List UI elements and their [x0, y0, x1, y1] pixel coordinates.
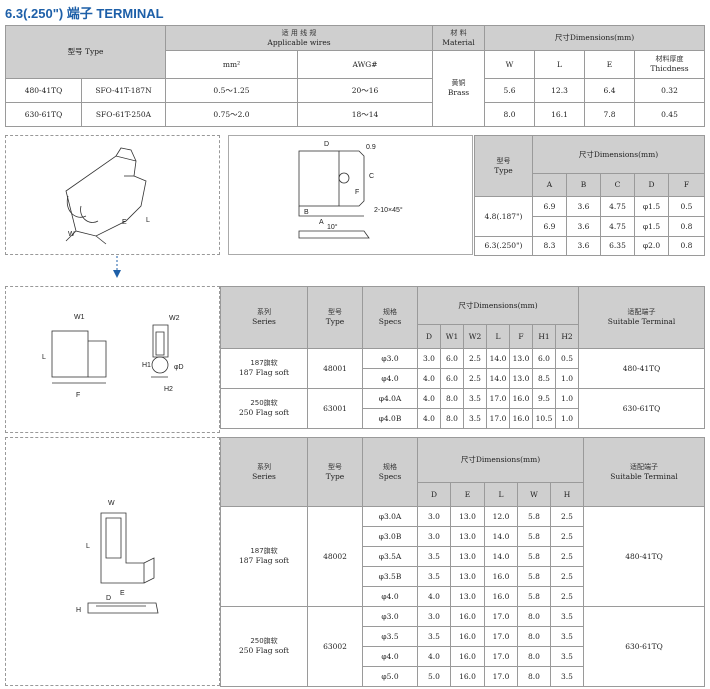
label-l: L [146, 217, 150, 224]
header-w: W [484, 50, 536, 79]
label-w: W [68, 231, 75, 238]
label-h1: H1 [142, 362, 151, 369]
table-row: 480-41TQ SFO-41T-187N 0.5～1.25 20～16 5.6… [5, 78, 706, 103]
header-type: 型号 Type [5, 25, 166, 79]
table-row: 4.8(.187") 6.9 3.6 4.75 φ1.5 0.5 [474, 196, 705, 237]
table-row: φ4.0 4.0 16.0 17.0 8.0 3.5 [221, 646, 705, 667]
label-b: B [304, 209, 309, 216]
table-row: φ4.0 4.0 6.0 2.5 14.0 13.0 8.5 1.0 [221, 368, 705, 389]
table-row: φ5.0 5.0 16.0 17.0 8.0 3.5 [221, 666, 705, 687]
label-chamfer: 2-10×45° [374, 206, 403, 214]
table-row: φ4.0B 4.0 8.0 3.5 17.0 16.0 10.5 1.0 [221, 408, 705, 429]
label-w2: W2 [169, 315, 180, 322]
label-e: E [122, 219, 127, 226]
label-e: E [120, 590, 125, 597]
terminal-drawing-panel: W E L [5, 135, 220, 255]
label-f: F [355, 189, 359, 196]
label-h2: H2 [164, 386, 173, 393]
label-09: 0.9 [366, 144, 376, 151]
label-h: H [76, 607, 81, 614]
label-l: L [86, 543, 90, 550]
label-w: W [108, 500, 115, 507]
page-title: 6.3(.250") 端子 TERMINAL [5, 6, 164, 21]
arrow-down-icon [113, 256, 121, 278]
header-dimensions: 尺寸Dimensions(mm) [417, 437, 584, 483]
header-dimensions: 尺寸Dimensions(mm) [416, 286, 580, 325]
label-10: 10° [327, 223, 338, 231]
label-w1: W1 [74, 314, 85, 321]
table-row: 6.9 3.6 4.75 φ1.5 0.8 [475, 216, 705, 237]
header-mm2: mm² [165, 50, 298, 79]
label-phi-d: φD [174, 364, 184, 371]
label-d: D [106, 595, 111, 602]
table-row: 6.3(.250") 8.3 3.6 6.35 φ2.0 0.8 [474, 236, 705, 256]
header-dimensions: 尺寸Dimensions(mm) [532, 135, 705, 174]
flag-terminal-2-drawing-panel: W L E H D [5, 437, 220, 686]
flag-terminal-drawing-panel: W1 W2 L H1 φD H2 F [5, 286, 220, 433]
label-d: D [324, 141, 329, 148]
tab-dimension-drawing: D 0.9 C F A B 2-10×45° 10° [228, 135, 473, 255]
header-dimensions: 尺寸Dimensions(mm) [484, 25, 706, 51]
header-e: E [584, 50, 636, 79]
table-row: φ3.0B 3.0 13.0 14.0 5.8 2.5 [221, 526, 705, 547]
table-row: 630-61TQ SFO-61T-250A 0.75～2.0 18～14 8.0… [5, 102, 706, 127]
label-c: C [369, 173, 374, 180]
header-awg: AWG# [296, 50, 434, 79]
header-l: L [534, 50, 586, 79]
label-f: F [76, 392, 80, 399]
table-row: φ3.5B 3.5 13.0 16.0 5.8 2.5 [221, 566, 705, 587]
label-l: L [42, 354, 46, 361]
label-a: A [319, 219, 324, 226]
